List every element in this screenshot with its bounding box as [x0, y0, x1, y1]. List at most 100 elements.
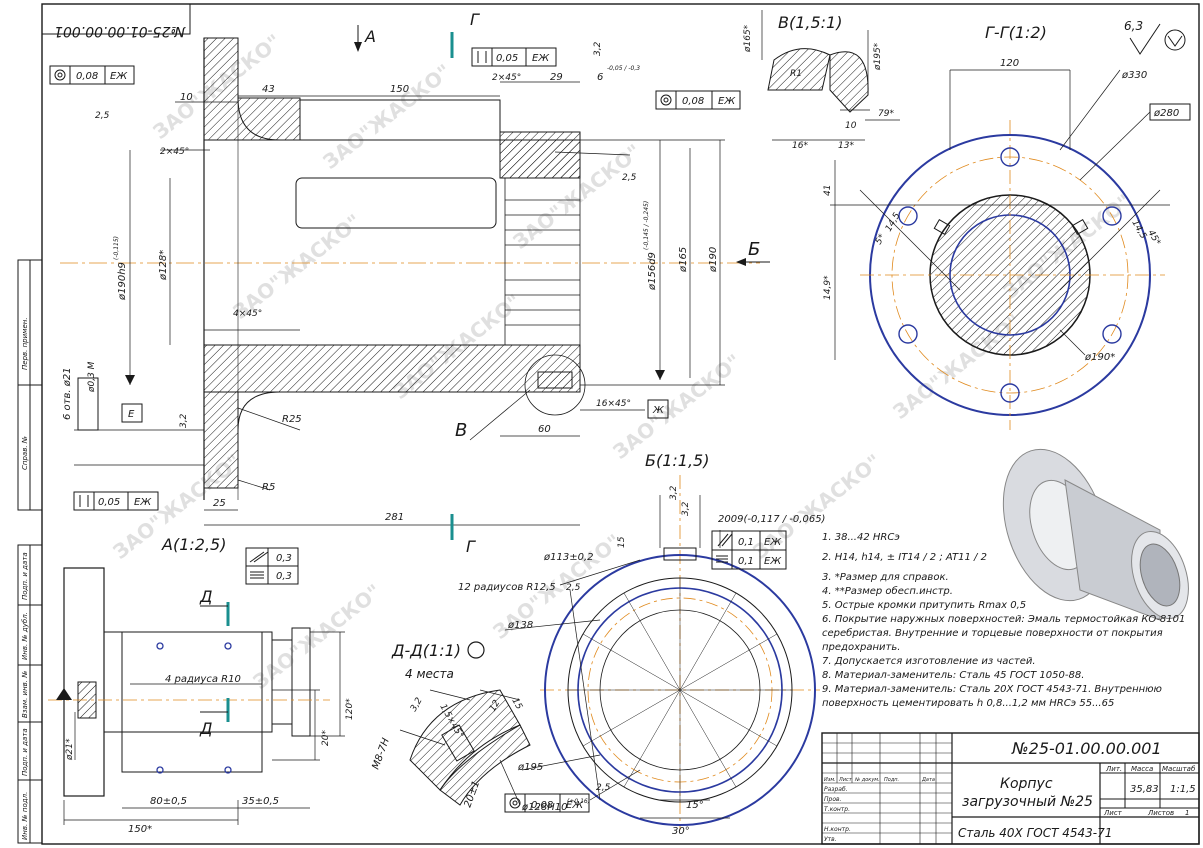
title-col-scale: Масштаб	[1162, 765, 1196, 773]
stamp-role-tkontr: Т.контр.	[824, 806, 850, 813]
tol-base-2: ЕЖ	[532, 53, 550, 64]
detail-dim-79: 79*	[878, 109, 894, 119]
gg-dim-d280: ø280	[1153, 108, 1179, 119]
view-b-title: Б(1:1,5)	[645, 451, 709, 470]
b-dim-d113: ø113±0,2	[543, 552, 594, 563]
dim-2x45-a: 2×45°	[492, 73, 521, 83]
b-dim-3-2-a: 3,2	[669, 485, 679, 500]
dd-dim-3-2: 3,2	[409, 696, 425, 714]
view-a-tol-par: 0,3	[276, 553, 292, 564]
b-dim-d128h10: ø128H10	[521, 802, 567, 813]
dd-dim-m8: М8-7Н	[370, 736, 392, 771]
dim-4x45: 4×45°	[233, 309, 262, 319]
gg-dim-149: 14,9*	[823, 275, 833, 300]
section-label-g-bottom: Г	[466, 537, 476, 556]
dim-d156-tol: (-0,145 / -0,245)	[643, 201, 650, 250]
b-dim-2-5: 2,5	[566, 583, 581, 593]
b-tol-runout: 0,08	[531, 800, 553, 811]
view-a-dim-80: 80±0,5	[150, 796, 187, 807]
watermark-text: ЗАО"ЖАСКО"	[228, 209, 365, 324]
detail-v-view: В(1,5:1) ø165* ø195* R1 10 79* 16* 13*	[743, 10, 900, 151]
dim-6-holes: 6 отв. ø21	[62, 367, 73, 420]
note-5: 5. Острые кромки притупить Rmax 0,5	[822, 600, 1027, 611]
section-dd-title: Д-Д(1:1)	[391, 641, 461, 660]
detail-dim-13: 13*	[838, 141, 854, 151]
b-dim-15: 15	[617, 536, 627, 548]
title-part-name-1: Корпус	[1000, 776, 1053, 792]
gg-dim-d330: ø330	[1121, 70, 1147, 81]
dim-10: 10	[180, 92, 193, 103]
b-dim-d195: ø195	[517, 762, 543, 773]
title-sheet-label: Лист	[1103, 809, 1123, 817]
gg-angle-45: 45*	[1145, 229, 1162, 248]
view-a-title: A(1:2,5)	[161, 535, 226, 554]
stamp-col-list: Лист	[838, 777, 853, 783]
note-1: 1. 38...42 HRCэ	[822, 532, 900, 543]
roughness-value: 6,3	[1124, 19, 1143, 33]
dim-2-5-b: 2,5	[622, 173, 637, 183]
mirrored-drawing-number: №25-01.00.00.001	[54, 23, 186, 39]
isometric-3d-view	[1002, 448, 1189, 621]
side-stamp-inv-dubl: Инв. № дубл.	[21, 612, 29, 660]
b-tol-1: 0,1	[738, 537, 754, 548]
dim-25: 25	[213, 498, 226, 509]
side-stamp-sprav: Справ. №	[21, 436, 29, 470]
datum-e: Е	[128, 409, 135, 420]
gg-angle-5: 5*	[874, 232, 888, 246]
technical-requirements: 1. 38...42 HRCэ 2. Н14, h14, ± IT14 / 2 …	[822, 531, 1200, 711]
b-angle-15: 15°	[686, 800, 704, 811]
dim-16x45: 16×45°	[596, 399, 631, 409]
view-a: A(1:2,5) 0,3 0,3 Д Д	[48, 535, 355, 835]
view-label-a: A	[364, 27, 376, 46]
note-3: 3. *Размер для справок.	[822, 572, 949, 583]
spline-radial-line	[679, 592, 737, 691]
b-tol-2: 0,1	[738, 556, 754, 567]
main-section-view: 43 150 10 29 2×45° 6 -0,05 / -0,3 3,2 2,…	[60, 10, 770, 556]
dim-2-5-a: 2,5	[95, 111, 110, 121]
note-7: 7. Допускается изготовление из частей.	[822, 656, 1036, 667]
gg-dim-41: 41	[823, 185, 833, 196]
dim-6: 6	[597, 72, 603, 83]
dim-d190h9: ø190h9	[117, 262, 128, 301]
dim-29: 29	[550, 72, 563, 83]
view-label-b: Б	[748, 239, 760, 260]
stamp-role-razrab: Разраб.	[824, 786, 848, 793]
side-stamp-podp-2: Подп. и дата	[21, 728, 29, 776]
roughness-symbol: 6,3	[1124, 19, 1186, 55]
stamp-col-izm: Изм.	[824, 777, 836, 783]
title-scale: 1:1,5	[1170, 784, 1196, 795]
spline-radial-line	[623, 689, 681, 788]
detail-dim-d165: ø165*	[743, 24, 753, 53]
dim-r5: R5	[262, 482, 275, 493]
stamp-col-date: Дата	[921, 777, 935, 783]
title-part-name-2: загрузочный №25	[962, 794, 1093, 810]
dim-d128: ø128*	[158, 250, 169, 281]
dim-281: 281	[385, 512, 404, 523]
title-sheets-label: Листов	[1147, 809, 1174, 817]
note-9: 9. Материал-заменитель: Сталь 20Х ГОСТ 4…	[822, 684, 1162, 709]
b-dim-3-2-b: 3,2	[681, 501, 691, 516]
dim-150: 150	[390, 84, 409, 95]
watermark-text: ЗАО"ЖАСКО"	[248, 579, 385, 694]
section-gg-view: Г-Г(1:2) 120 ø330	[823, 23, 1191, 430]
stamp-role-nkontr: Н.контр.	[824, 826, 851, 833]
b-tol-runout-base: ЕЖ	[566, 800, 584, 811]
view-b: Б(1:1,5) 3,2 3,2 2009(-0,117 / -0,065) 1…	[458, 451, 825, 837]
dim-43: 43	[262, 84, 275, 95]
datum-zh: Ж	[652, 405, 665, 416]
dim-3-2: 3,2	[593, 41, 603, 56]
b-dim-d138: ø138	[507, 620, 533, 631]
section-gg-title: Г-Г(1:2)	[985, 23, 1047, 42]
view-a-dim-r10: 4 радиуса R10	[165, 674, 241, 685]
dim-6-tol: -0,05 / -0,3	[607, 65, 640, 72]
spline-radial-line	[679, 633, 778, 691]
stamp-col-doc: № докум.	[854, 777, 880, 783]
tol-runout-2: 0,08	[682, 96, 704, 107]
spline-radial-line	[679, 689, 737, 788]
view-a-dim-150: 150*	[128, 824, 152, 835]
stamp-role-utv: Утв.	[824, 836, 837, 843]
dim-d190: ø190	[708, 247, 719, 273]
spline-radial-line	[679, 689, 778, 747]
